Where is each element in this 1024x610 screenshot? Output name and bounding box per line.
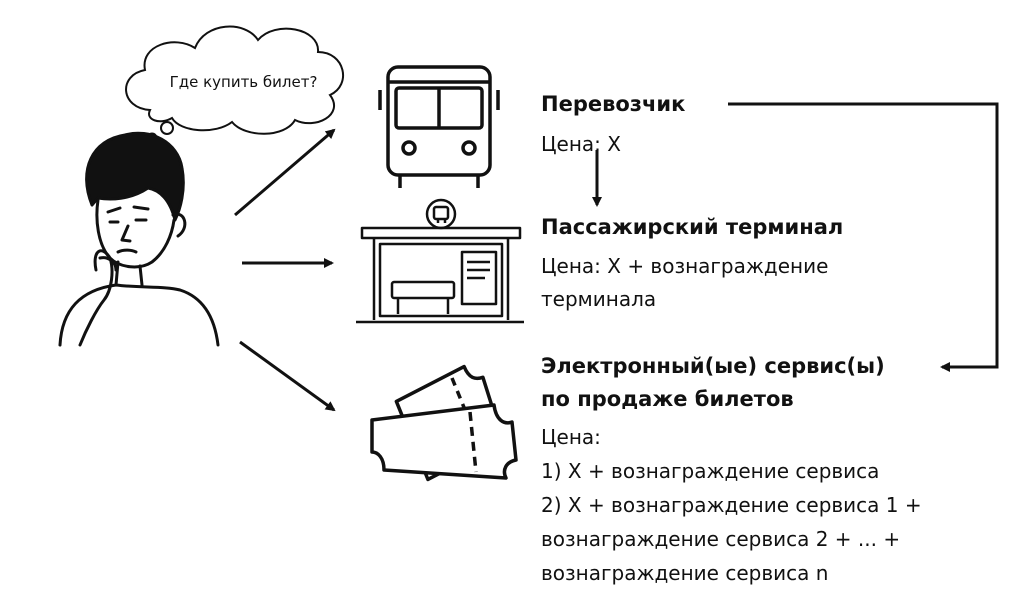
choice-arrows — [234, 128, 336, 412]
line-carrier-to-eservice — [728, 102, 999, 372]
terminal-price-line1: Цена: X + вознаграждение — [541, 254, 829, 278]
carrier-price: Цена: X — [541, 132, 621, 156]
eservice-price-label: Цена: — [541, 425, 601, 449]
carrier-title: Перевозчик — [541, 92, 686, 116]
eservice-option2-line2: вознаграждение сервиса 2 + ... + — [541, 527, 901, 551]
eservice-option2-line1: 2) X + вознаграждение сервиса 1 + — [541, 493, 922, 517]
thinking-person-icon — [58, 131, 220, 347]
terminal-price-line2: терминала — [541, 287, 657, 311]
eservice-option2-line3: вознаграждение сервиса n — [541, 561, 829, 585]
arrow-to-tickets — [239, 340, 336, 412]
connector-lines — [592, 102, 999, 372]
bus-icon — [378, 65, 500, 188]
bus-stop-icon — [356, 198, 524, 324]
eservice-option1: 1) X + вознаграждение сервиса — [541, 459, 880, 483]
terminal-title: Пассажирский терминал — [541, 215, 844, 239]
thought-bubble-text: Где купить билет? — [169, 73, 318, 91]
arrow-to-bus — [234, 128, 336, 217]
eservice-title-line2: по продаже билетов — [541, 387, 794, 411]
eservice-title-line1: Электронный(ые) сервис(ы) — [541, 354, 885, 378]
tickets-icon — [370, 364, 518, 482]
